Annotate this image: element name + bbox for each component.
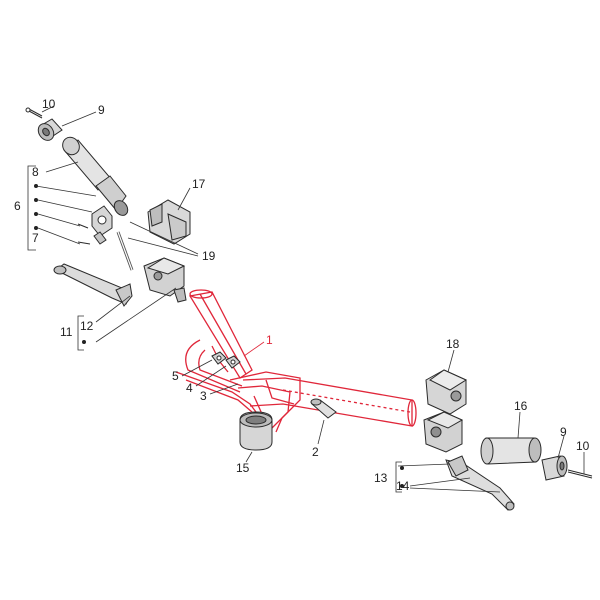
label-13: 13 (374, 471, 388, 485)
label-3: 3 (200, 389, 207, 403)
master-cylinder-right (423, 411, 464, 453)
label-17: 17 (192, 177, 206, 191)
label-10-left: 10 (42, 97, 56, 111)
clamp-15 (239, 411, 273, 451)
label-16: 16 (514, 399, 528, 413)
bolt-2 (310, 398, 337, 419)
nuts-4-5 (211, 351, 241, 369)
bolt-10-left (25, 107, 43, 119)
label-4: 4 (186, 381, 193, 395)
switch-housing-18 (425, 369, 468, 415)
label-9-left: 9 (98, 103, 105, 117)
label-1: 1 (266, 333, 273, 347)
grip-right (480, 437, 542, 465)
cable (116, 231, 134, 271)
label-12: 12 (80, 319, 94, 333)
brake-lever-right (445, 455, 515, 511)
bolt-10-right (567, 469, 593, 479)
handlebar-tube (175, 289, 417, 433)
label-2: 2 (312, 445, 319, 459)
grip-left (62, 136, 129, 216)
label-6: 6 (14, 199, 21, 213)
label-7: 7 (32, 231, 39, 245)
label-5: 5 (172, 369, 179, 383)
group-bracket-13-14 (395, 461, 404, 493)
callout-labels: 10 9 8 6 7 17 19 12 11 1 5 4 3 2 15 18 1… (14, 97, 590, 493)
leader-lines (35, 105, 585, 493)
switch-housing-17 (147, 199, 191, 245)
brake-lever-left (53, 263, 133, 307)
label-10-right: 10 (576, 439, 590, 453)
label-18: 18 (446, 337, 460, 351)
label-19: 19 (202, 249, 216, 263)
bar-end-9-right (541, 455, 568, 481)
label-15: 15 (236, 461, 250, 475)
label-14: 14 (396, 479, 410, 493)
bar-end-9-left (37, 118, 63, 141)
label-8: 8 (32, 165, 39, 179)
label-9-right: 9 (560, 425, 567, 439)
lever-bracket-left (77, 205, 113, 245)
master-cylinder-left (143, 257, 187, 303)
group-bracket-11-12 (77, 315, 86, 351)
group-bracket-6-8 (27, 165, 38, 251)
label-11: 11 (60, 325, 73, 339)
